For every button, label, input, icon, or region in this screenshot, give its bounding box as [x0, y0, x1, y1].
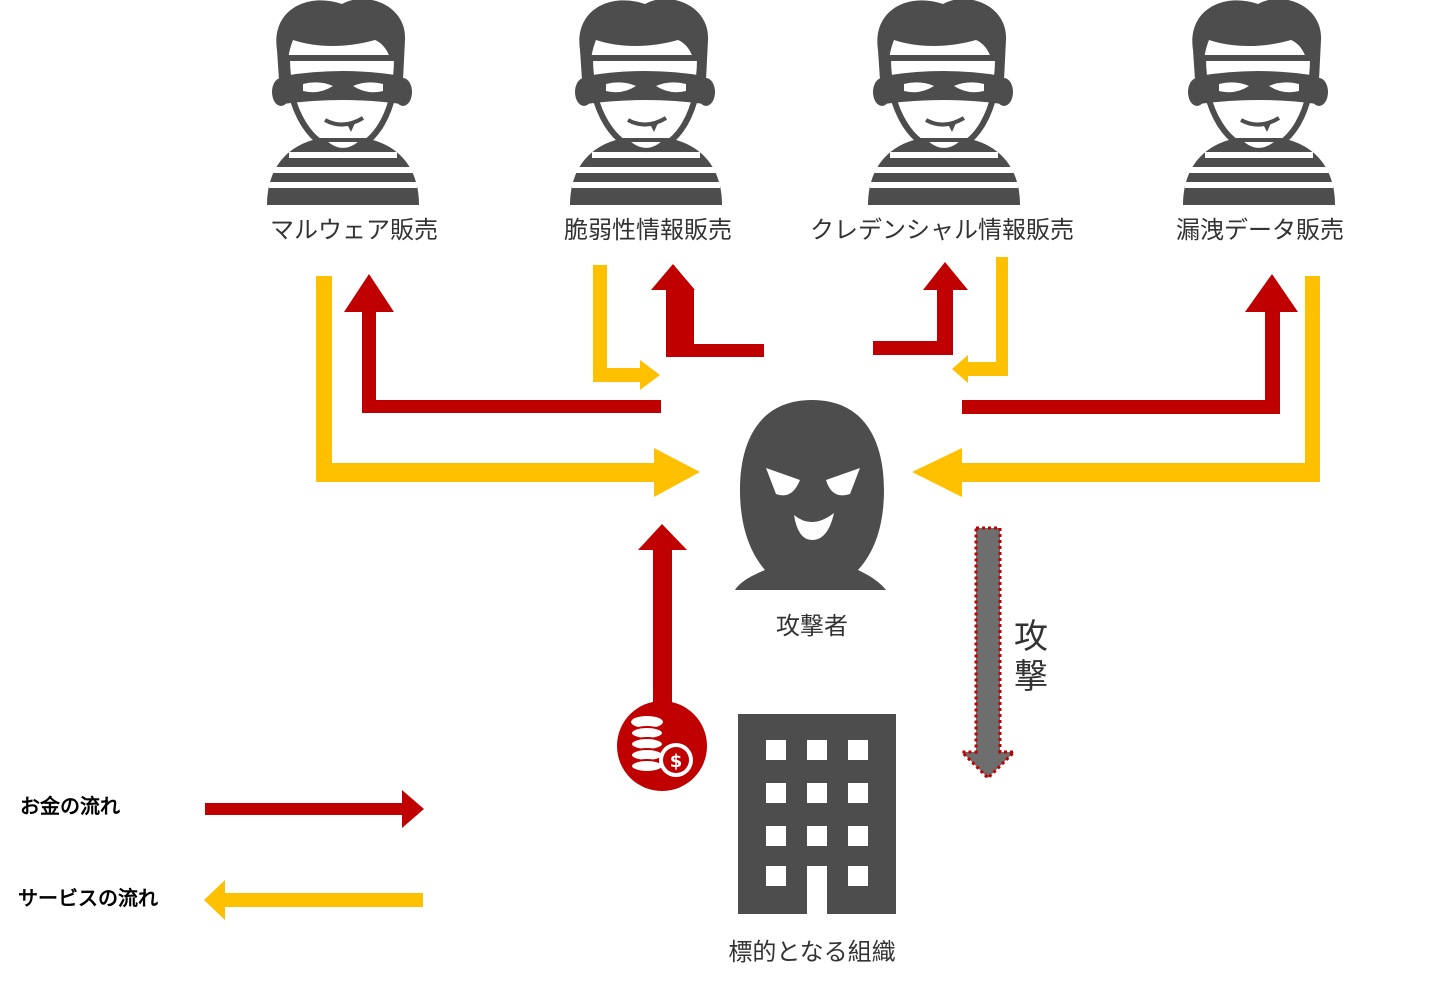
coin-dollar-sign: $ [670, 751, 683, 772]
legend-service-label: サービスの流れ [18, 886, 158, 910]
service-flow-arrow-vulnerability [593, 265, 660, 390]
service-flow-arrow-credential [952, 257, 1008, 383]
money-flow-arrow-ransom [638, 524, 687, 712]
seller-label-vulnerability: 脆弱性情報販売 [564, 216, 732, 244]
money-flow-arrow-credential [873, 262, 968, 355]
legend-service-arrow [204, 880, 423, 920]
service-flow-arrow-malware [316, 276, 700, 497]
target-building-icon [738, 714, 896, 914]
seller-credential-icon [868, 0, 1020, 205]
money-flow-arrow-vulnerability [651, 264, 764, 357]
attacker-icon [735, 400, 886, 590]
legend-money-arrow [205, 790, 424, 828]
attack-label-line1: 攻 [1014, 617, 1048, 657]
attack-label-line2: 撃 [1014, 657, 1048, 697]
attack-arrow [958, 526, 1018, 781]
seller-vulnerability-icon [570, 0, 722, 205]
seller-malware-icon [267, 0, 419, 205]
seller-label-leaked-data: 漏洩データ販売 [1176, 216, 1344, 244]
seller-label-credential: クレデンシャル情報販売 [810, 216, 1074, 244]
legend-money-label: お金の流れ [20, 794, 120, 818]
seller-label-malware: マルウェア販売 [270, 216, 438, 244]
coin-money-icon [617, 701, 707, 791]
attacker-label: 攻撃者 [776, 612, 848, 640]
money-flow-arrow-malware [344, 274, 661, 413]
money-flow-arrow-leaked-data [962, 274, 1298, 414]
service-flow-arrow-leaked-data [912, 276, 1320, 497]
target-label: 標的となる組織 [728, 938, 895, 966]
seller-leaked-data-icon [1183, 0, 1335, 205]
